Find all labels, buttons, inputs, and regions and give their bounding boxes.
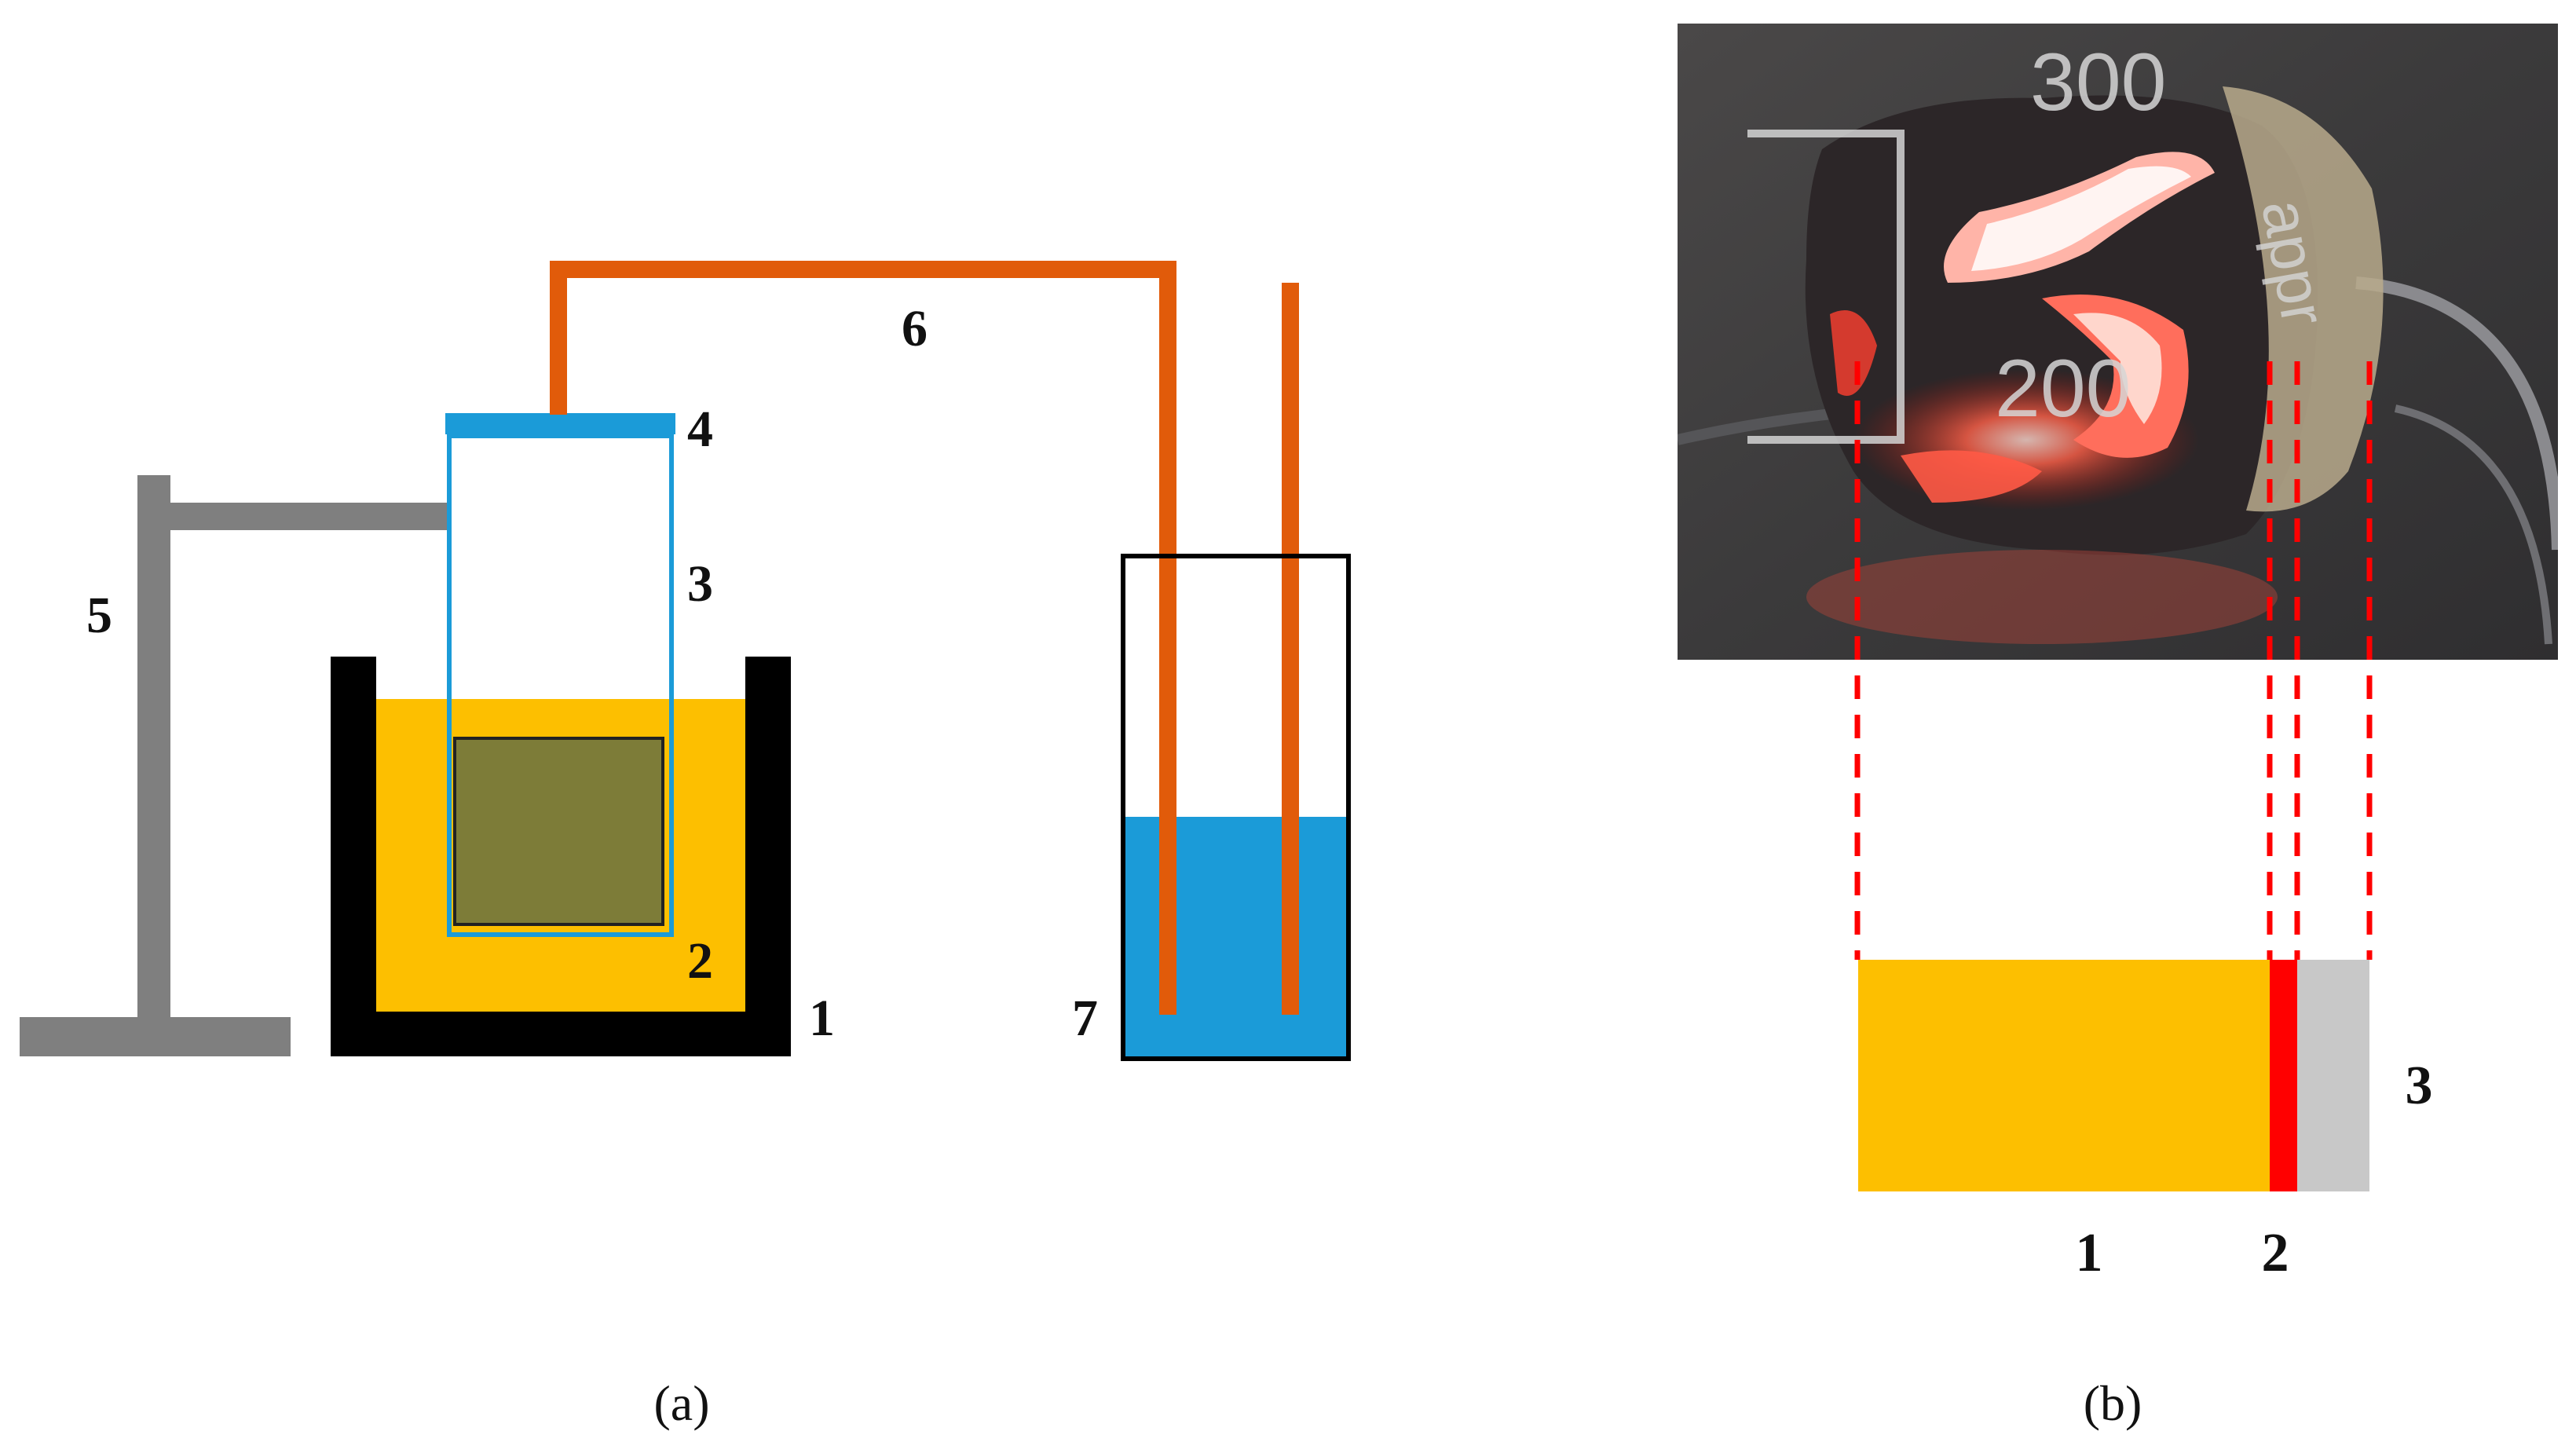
container <box>447 434 674 937</box>
label-zone3: 3 <box>2406 1056 2433 1116</box>
label-zone1: 1 <box>2076 1223 2103 1283</box>
beaker-graduations <box>1747 130 1905 444</box>
photo-mark-300: 300 <box>2030 37 2167 128</box>
zone-bar-1 <box>1858 960 2270 1191</box>
label-container: 3 <box>687 555 713 613</box>
gas-tube-submerged <box>1159 817 1299 1015</box>
sample-photo: 300 200 appr <box>1678 24 2558 660</box>
label-stand: 5 <box>86 587 112 644</box>
caption-a: (a) <box>653 1375 709 1431</box>
label-zone2: 2 <box>2262 1223 2289 1283</box>
zone-bar-2 <box>2270 960 2297 1191</box>
label-sample: 2 <box>687 932 713 990</box>
zone-bar-3 <box>2297 960 2369 1191</box>
photo-mark-200: 200 <box>1995 343 2131 434</box>
lid <box>445 413 675 434</box>
water-vessel <box>1121 554 1351 1061</box>
label-tube: 6 <box>902 300 928 357</box>
water <box>1123 817 1348 1059</box>
panel-a: 1 2 3 4 5 6 7 (a) <box>20 261 1351 1431</box>
label-water-vessel: 7 <box>1072 990 1098 1047</box>
caption-b: (b) <box>2084 1375 2142 1431</box>
sample-block <box>453 737 664 926</box>
bath-vessel <box>331 657 791 1056</box>
panel-b: 300 200 appr 1 2 3 (b) <box>1678 24 2558 1431</box>
label-lid: 4 <box>687 401 713 458</box>
label-bath: 1 <box>809 990 835 1047</box>
stand <box>20 475 450 1056</box>
dashed-guides <box>1854 361 2373 960</box>
